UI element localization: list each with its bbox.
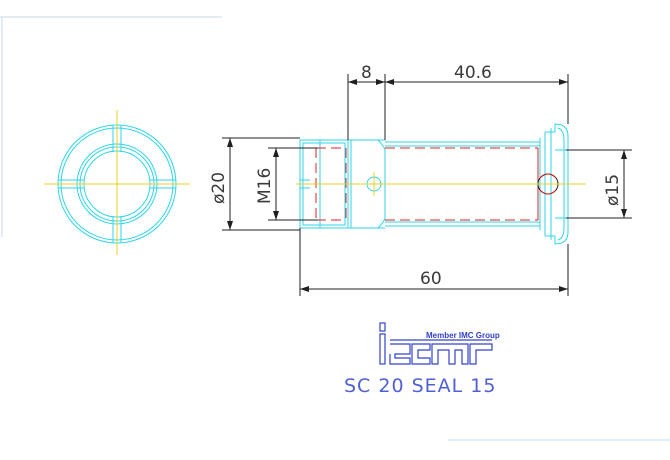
center-lines [44, 110, 190, 255]
dim-flange-width: 8 [361, 63, 372, 83]
dim-shank-length: 40.6 [454, 63, 492, 83]
dim-dia-body: ø20 [209, 172, 229, 204]
end-view [44, 110, 190, 255]
brand-tagline: Member IMC Group [426, 331, 500, 340]
dimension-lines [222, 74, 632, 296]
iscar-logo [379, 322, 493, 365]
dim-total-length: 60 [420, 269, 442, 289]
part-caption: SC 20 SEAL 15 [344, 375, 496, 397]
dimension-arrows [227, 79, 627, 292]
dim-dia-seal: ø15 [603, 174, 623, 206]
dim-thread: M16 [255, 168, 275, 204]
sheet-border [0, 16, 670, 441]
side-view [296, 123, 586, 245]
